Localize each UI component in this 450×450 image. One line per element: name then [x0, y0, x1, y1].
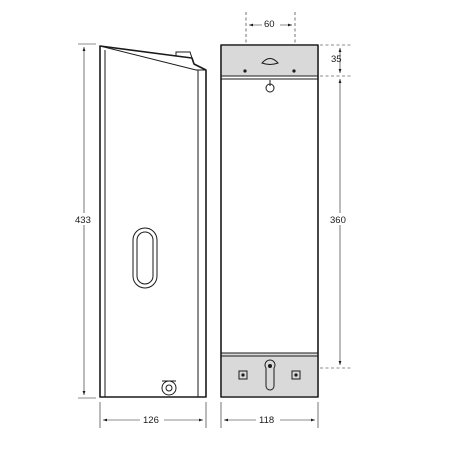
- dim-label-side-width: 126: [143, 415, 159, 426]
- side-view: 433 126: [74, 43, 207, 428]
- dim-label-front-height: 360: [330, 215, 346, 226]
- side-view-top-edge: [99, 45, 206, 71]
- side-view-body: [99, 45, 207, 398]
- dim-label-top-offset: 35: [331, 54, 342, 65]
- screw-bottom-left: [241, 373, 245, 377]
- top-keyhole-icon: [265, 80, 275, 93]
- front-view-body: [220, 44, 319, 398]
- bottom-keyhole-icon: [264, 359, 276, 391]
- screw-bottom-right: [294, 373, 298, 377]
- screw-top-right: [292, 69, 296, 73]
- dim-label-side-height: 433: [75, 215, 91, 226]
- viewing-window-inner: [136, 231, 154, 285]
- lock-inner: [165, 384, 173, 392]
- screw-top-left: [243, 69, 247, 73]
- dim-label-front-width: 118: [259, 415, 274, 426]
- side-view-top-tab: [175, 51, 193, 59]
- dim-label-top-opening: 60: [264, 19, 275, 30]
- lock-outer: [161, 380, 177, 396]
- viewing-window-outer: [132, 227, 158, 289]
- front-view-top-cap: [222, 46, 317, 76]
- front-view: 60 35 360 118: [220, 12, 352, 428]
- front-view-top-slot: [261, 58, 279, 65]
